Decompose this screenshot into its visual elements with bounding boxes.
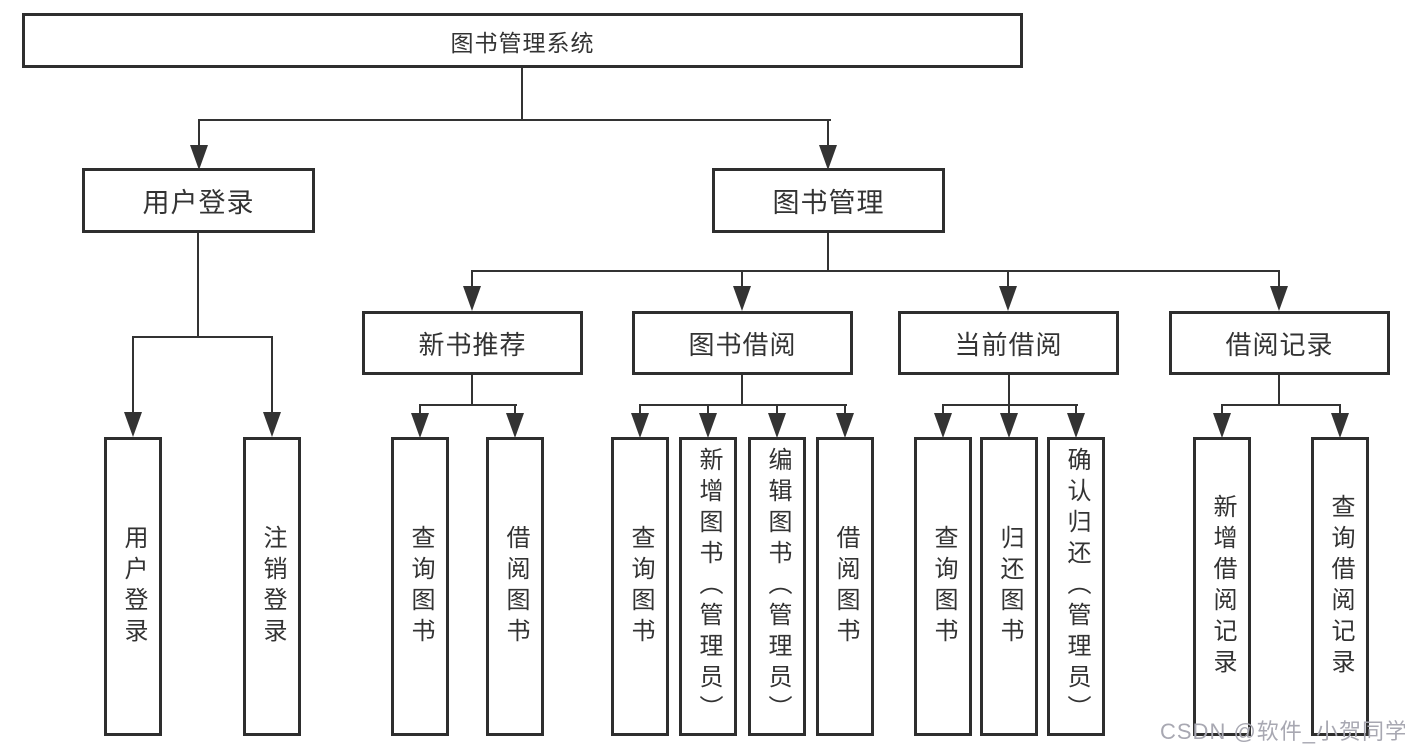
arrow-down-icon (631, 413, 649, 438)
connector-group-stem (741, 375, 743, 406)
arrow-down-icon (506, 413, 524, 438)
connector-book-mgmt-hline (471, 270, 1280, 272)
leaf-edit-books-admin: 编辑图书（管理员） (748, 437, 806, 736)
connector-drop-leaf (1075, 404, 1077, 415)
leaf-query-books-borrow: 查询图书 (611, 437, 669, 736)
connector-group-stem (1278, 375, 1280, 406)
arrow-down-icon (263, 412, 281, 437)
leaf-add-borrow-record: 新增借阅记录 (1193, 437, 1251, 736)
arrow-down-icon (124, 412, 142, 437)
leaf-return-books: 归还图书 (980, 437, 1038, 736)
connector-drop-leaf (776, 404, 778, 415)
arrow-down-icon (1213, 413, 1231, 438)
connector-group-hline (639, 404, 847, 406)
node-book-management: 图书管理 (712, 168, 945, 233)
connector-root-hline (198, 119, 831, 121)
leaf-borrow-books-recommend: 借阅图书 (486, 437, 544, 736)
node-borrow-records: 借阅记录 (1169, 311, 1390, 375)
connector-drop-leaf (419, 404, 421, 415)
csdn-watermark: CSDN @软件_小贺同学 (1160, 719, 1405, 744)
arrow-down-icon (999, 286, 1017, 311)
connector-drop-leaf (1221, 404, 1223, 415)
connector-group-stem (1008, 375, 1010, 406)
node-root: 图书管理系统 (22, 13, 1023, 68)
leaf-query-books-recommend: 查询图书 (391, 437, 449, 736)
leaf-query-books-current: 查询图书 (914, 437, 972, 736)
connector-drop-l3 (471, 270, 473, 287)
arrow-down-icon (1270, 286, 1288, 311)
arrow-down-icon (411, 413, 429, 438)
connector-drop-l3 (1278, 270, 1280, 287)
leaf-confirm-return-admin: 确认归还（管理员） (1047, 437, 1105, 736)
connector-group-hline (1221, 404, 1341, 406)
connector-drop-leaf (639, 404, 641, 415)
node-book-borrow: 图书借阅 (632, 311, 853, 375)
arrow-down-icon (1000, 413, 1018, 438)
connector-drop-book-mgmt (827, 119, 829, 146)
arrow-down-icon (819, 145, 837, 170)
connector-drop-leaf (514, 404, 516, 415)
connector-group-hline (942, 404, 1078, 406)
node-current-borrow: 当前借阅 (898, 311, 1119, 375)
connector-drop-leaf (844, 404, 846, 415)
arrow-down-icon (836, 413, 854, 438)
connector-user-login-hline (132, 336, 273, 338)
leaf-query-borrow-record: 查询借阅记录 (1311, 437, 1369, 736)
node-new-book-recommend: 新书推荐 (362, 311, 583, 375)
connector-drop-leaf (1008, 404, 1010, 415)
connector-drop-leaf (132, 336, 134, 413)
connector-drop-leaf (707, 404, 709, 415)
connector-drop-l3 (741, 270, 743, 287)
arrow-down-icon (768, 413, 786, 438)
connector-drop-l3 (1007, 270, 1009, 287)
connector-drop-leaf (1339, 404, 1341, 415)
connector-book-mgmt-stem (827, 233, 829, 271)
connector-root-stem (521, 68, 523, 120)
arrow-down-icon (934, 413, 952, 438)
connector-drop-leaf (271, 336, 273, 413)
arrow-down-icon (699, 413, 717, 438)
connector-user-login-stem (197, 233, 199, 337)
connector-group-stem (471, 375, 473, 406)
arrow-down-icon (190, 145, 208, 170)
connector-drop-leaf (942, 404, 944, 415)
connector-group-hline (419, 404, 517, 406)
leaf-user-login: 用户登录 (104, 437, 162, 736)
leaf-add-books-admin: 新增图书（管理员） (679, 437, 737, 736)
leaf-logout: 注销登录 (243, 437, 301, 736)
arrow-down-icon (463, 286, 481, 311)
arrow-down-icon (733, 286, 751, 311)
node-user-login: 用户登录 (82, 168, 315, 233)
connector-drop-user-login (198, 119, 200, 146)
leaf-borrow-books: 借阅图书 (816, 437, 874, 736)
arrow-down-icon (1331, 413, 1349, 438)
arrow-down-icon (1067, 413, 1085, 438)
